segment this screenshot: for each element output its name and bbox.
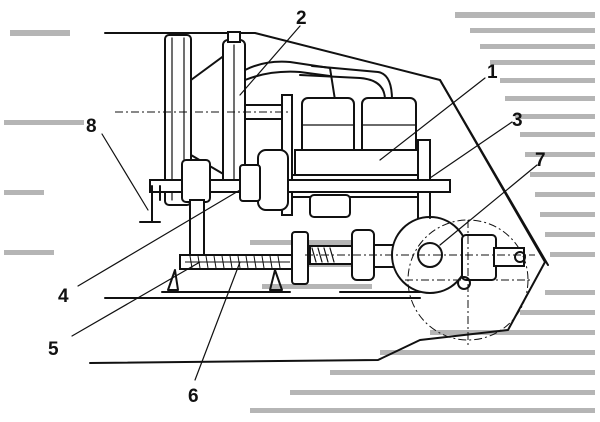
chain-hatching: [189, 255, 281, 269]
final-drive: [309, 209, 526, 294]
drive-sprocket-outline: [305, 219, 535, 345]
starter-crank: [139, 185, 161, 223]
label-6: 6: [188, 386, 199, 407]
label-8: 8: [86, 116, 97, 137]
label-5: 5: [48, 339, 59, 360]
hull-outline: [89, 32, 549, 364]
callouts: 1 2 3 4 5 6 7 8: [48, 8, 546, 407]
background-text-bleed: [4, 12, 595, 413]
label-3: 3: [512, 110, 523, 131]
label-4: 4: [58, 286, 69, 307]
lower-drive: [161, 199, 309, 293]
label-2: 2: [296, 8, 307, 29]
main-shaft: [115, 111, 451, 211]
label-7: 7: [535, 150, 546, 171]
pipes: [244, 60, 393, 101]
leader-lines: [71, 25, 538, 381]
gearbox: [281, 94, 431, 221]
label-1: 1: [487, 62, 498, 83]
